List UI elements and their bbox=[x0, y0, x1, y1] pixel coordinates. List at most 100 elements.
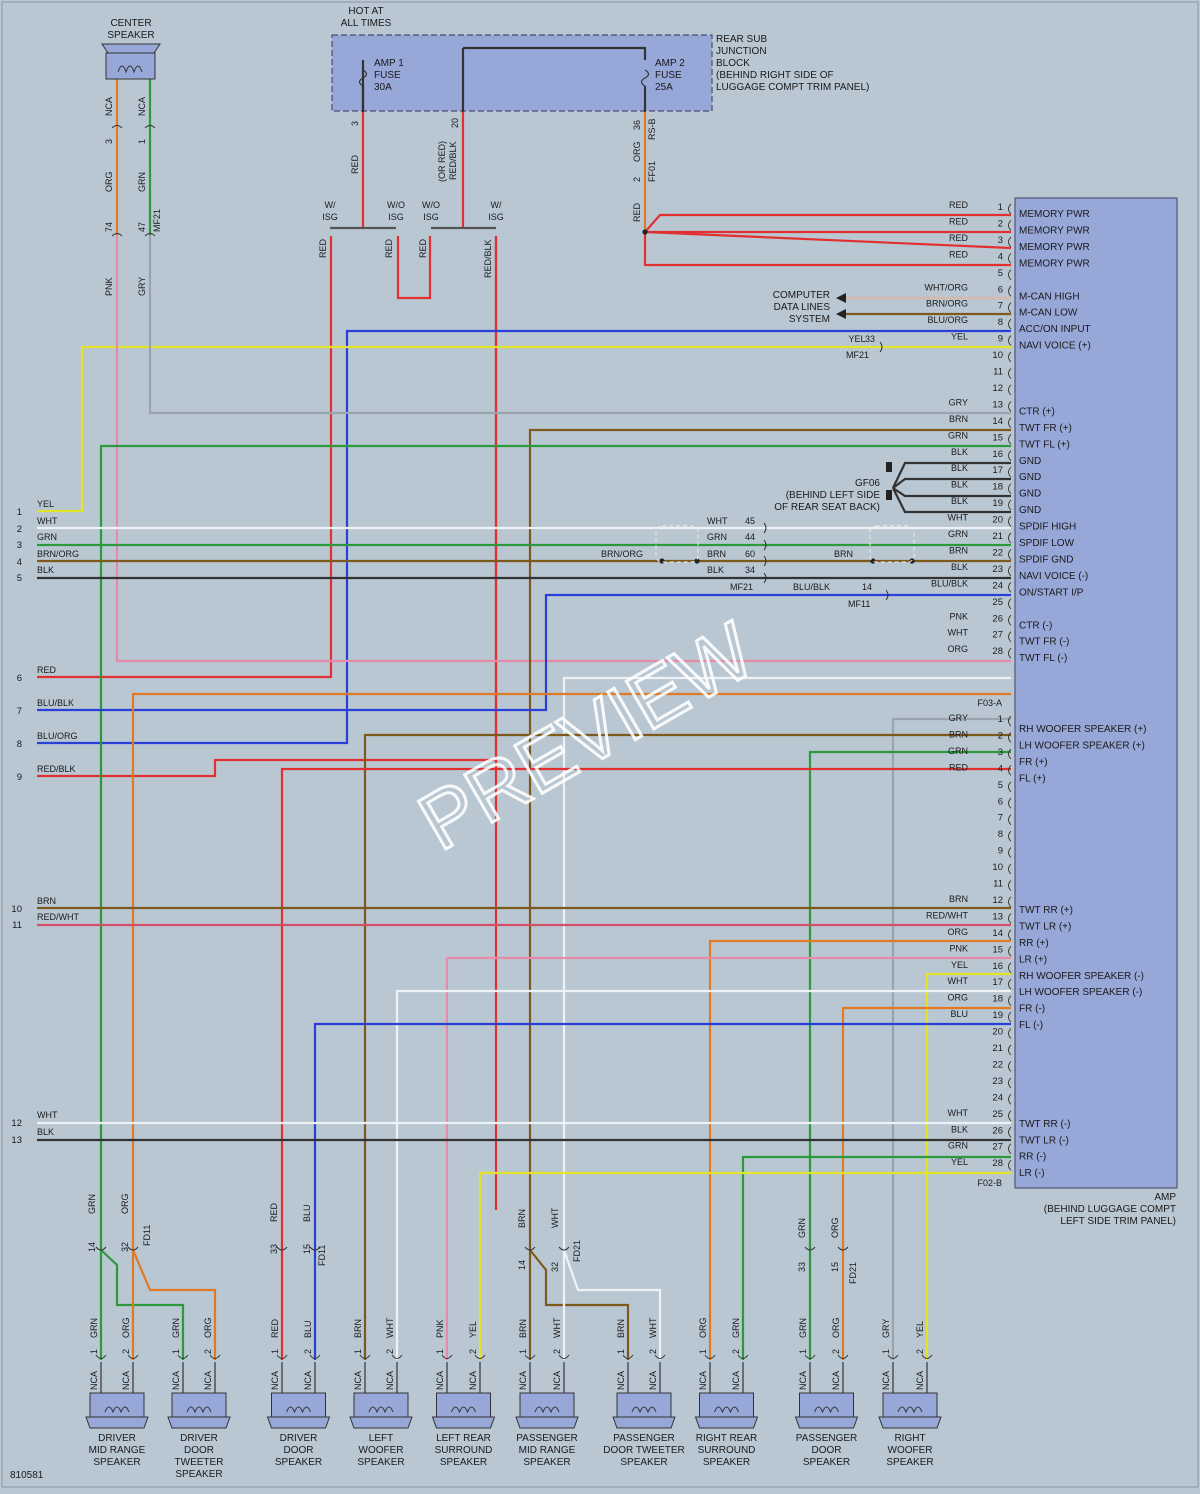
mf21-bracket bbox=[763, 555, 767, 567]
speaker-wire-1: BRN bbox=[353, 1319, 363, 1338]
speaker-conn-mark bbox=[804, 1354, 816, 1359]
wire-ctr-pnk bbox=[115, 235, 1011, 663]
door1-wire-b: ORG bbox=[120, 1193, 130, 1214]
ff01-pin-2: 2 bbox=[632, 177, 642, 182]
amp-a-function: GND bbox=[1019, 505, 1041, 516]
ff01-red: RED bbox=[632, 202, 642, 222]
door3-wire-b: WHT bbox=[550, 1207, 560, 1228]
left-edge-number: 4 bbox=[17, 557, 22, 568]
speaker-coil-icon bbox=[368, 1406, 394, 1414]
speaker-name: DRIVER bbox=[180, 1433, 218, 1444]
amp-a-wire-color: RED bbox=[949, 249, 969, 259]
amp-a-pin-number: 4 bbox=[998, 251, 1003, 262]
amp-b-function: TWT RR (+) bbox=[1019, 905, 1073, 916]
amp-a-function: CTR (+) bbox=[1019, 406, 1055, 417]
amp-caption-3: LEFT SIDE TRIM PANEL) bbox=[1060, 1216, 1176, 1227]
amp-b-pin-bracket bbox=[1008, 1159, 1012, 1171]
amp-b-pin-bracket bbox=[1008, 797, 1012, 809]
amp-b-pin-bracket bbox=[1008, 929, 1012, 941]
speaker-nca-2: NCA bbox=[915, 1371, 925, 1390]
speaker-nca-1: NCA bbox=[616, 1371, 626, 1390]
amp-b-pin-bracket bbox=[1008, 1061, 1012, 1072]
amp2-fuse-label-3: 25A bbox=[655, 82, 673, 93]
center-speaker-label-2: SPEAKER bbox=[107, 30, 154, 41]
amp-b-pin-number: 9 bbox=[998, 846, 1003, 857]
wire-gnd-2 bbox=[892, 477, 1011, 489]
amp-b-function: RR (+) bbox=[1019, 938, 1049, 949]
rs-b-label: RS-B bbox=[647, 118, 657, 140]
amp-b-function: FL (+) bbox=[1019, 773, 1046, 784]
door-conn-mark bbox=[837, 1246, 849, 1251]
left-edge-wire-label: BLU/BLK bbox=[37, 698, 74, 708]
amp-b-wire-color: RED/WHT bbox=[926, 910, 968, 920]
amp-b-pin-bracket bbox=[1008, 962, 1012, 974]
door2-pin-a: 33 bbox=[269, 1244, 279, 1254]
amp-a-pin-number: 26 bbox=[992, 613, 1003, 624]
speaker-pin-1: 1 bbox=[171, 1349, 181, 1354]
amp-module bbox=[1014, 197, 1178, 1189]
fuse-org: ORG bbox=[632, 141, 642, 162]
speaker-name: SPEAKER bbox=[93, 1457, 140, 1468]
amp-a-pin-number: 18 bbox=[992, 482, 1003, 493]
speaker-wire-1: GRN bbox=[171, 1318, 181, 1338]
wire-twt-fr-minus bbox=[562, 676, 1011, 1250]
amp-a-wire-color: ORG bbox=[947, 644, 968, 654]
wire-rh-woofer-minus bbox=[925, 972, 1011, 1360]
door3-pin-b: 32 bbox=[550, 1262, 560, 1272]
amp-a-pin-bracket bbox=[1008, 384, 1012, 396]
amp-b-pin-number: 8 bbox=[998, 829, 1003, 840]
amp-a-pin-number: 5 bbox=[998, 268, 1003, 279]
amp-a-pin-number: 15 bbox=[992, 432, 1003, 443]
speaker-pin-2: 2 bbox=[468, 1349, 478, 1354]
speaker-wire-2: ORG bbox=[203, 1317, 213, 1338]
left-edge-wire-label: BLK bbox=[37, 565, 54, 575]
speaker-name: RIGHT REAR bbox=[696, 1433, 758, 1444]
amp-a-function: GND bbox=[1019, 456, 1041, 467]
amp-a-wire-color: BRN bbox=[949, 414, 968, 424]
amp-a-pin-number: 12 bbox=[992, 383, 1003, 394]
amp-b-pin-number: 16 bbox=[992, 961, 1003, 972]
door3-wire-a: BRN bbox=[517, 1209, 527, 1228]
amp-caption-2: (BEHIND LUGGAGE COMPT bbox=[1044, 1204, 1176, 1215]
speaker-nca-1: NCA bbox=[698, 1371, 708, 1390]
left-edge-number: 8 bbox=[17, 739, 22, 750]
amp-a-pin-number: 23 bbox=[992, 564, 1003, 575]
fd11-b-label: FD11 bbox=[317, 1245, 327, 1266]
amp-b-pin-number: 4 bbox=[998, 763, 1003, 774]
speaker-name: WOOFER bbox=[888, 1445, 933, 1456]
speaker-name: DRIVER bbox=[98, 1433, 136, 1444]
gf06-label-3: OF REAR SEAT BACK) bbox=[774, 502, 880, 513]
amp-a-pin-bracket bbox=[1008, 236, 1012, 248]
isg-w-1: W/ bbox=[325, 200, 336, 210]
speaker-icon bbox=[616, 1392, 672, 1418]
speaker-name: SPEAKER bbox=[275, 1457, 322, 1468]
wire-lh-woofer-minus bbox=[395, 989, 1011, 1360]
isg-red-2: RED bbox=[384, 238, 394, 258]
wire-redblk-to-left bbox=[37, 236, 498, 778]
speaker-icon bbox=[353, 1392, 409, 1418]
speaker-coil-icon bbox=[897, 1406, 923, 1414]
amp-a-pin-bracket bbox=[1008, 532, 1012, 544]
speaker-name: SPEAKER bbox=[523, 1457, 570, 1468]
amp-a-wire-color: BLU/ORG bbox=[927, 315, 968, 325]
speaker-wire-2: WHT bbox=[385, 1317, 395, 1338]
speaker-name: DOOR bbox=[812, 1445, 842, 1456]
amp-a-pin-bracket bbox=[1008, 269, 1012, 281]
amp-a-wire-color: BLU/BLK bbox=[931, 578, 968, 588]
amp-b-function: LH WOOFER SPEAKER (-) bbox=[1019, 987, 1142, 998]
speaker-wire-1: PNK bbox=[435, 1319, 445, 1338]
wire-mem-pwr-3 bbox=[644, 230, 1012, 250]
amp-a-wire-color: RED bbox=[949, 216, 969, 226]
wire-mem-pwr-4 bbox=[643, 232, 1011, 267]
speaker-pin-2: 2 bbox=[121, 1349, 131, 1354]
amp-a-pin-number: 13 bbox=[992, 399, 1003, 410]
speaker-wire-2: ORG bbox=[121, 1317, 131, 1338]
isg-w-2: W/ bbox=[491, 200, 502, 210]
speaker-nca-1: NCA bbox=[435, 1371, 445, 1390]
amp-b-wire-color: GRN bbox=[948, 1141, 968, 1151]
speaker-name: SPEAKER bbox=[620, 1457, 667, 1468]
speaker-pin-2: 2 bbox=[831, 1349, 841, 1354]
speaker-conn-mark bbox=[524, 1354, 536, 1359]
amp-a-wire-color: WHT bbox=[948, 628, 969, 638]
amp-a-function: TWT FL (-) bbox=[1019, 653, 1067, 664]
